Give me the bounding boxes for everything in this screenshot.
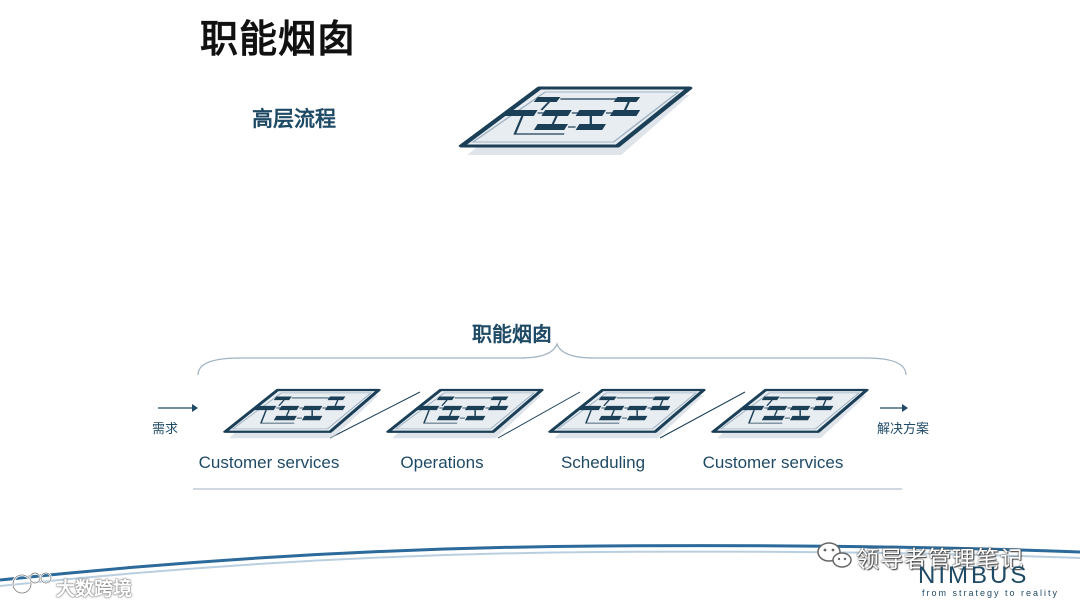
function-label-customer-services-2: Customer services (702, 453, 844, 472)
function-label-scheduling: Scheduling (560, 453, 646, 472)
silo-brace (197, 342, 907, 376)
high-level-process-label: 高层流程 (252, 107, 336, 131)
silo-divider (659, 391, 746, 439)
function-board (548, 388, 706, 441)
silo-divider (497, 391, 581, 439)
input-arrow (158, 404, 198, 412)
silo-divider (329, 391, 421, 439)
footer-swoosh (0, 544, 1080, 582)
footer-swoosh-fade (0, 550, 1080, 587)
wechat-account-name: 领导者管理笔记 (856, 547, 1024, 573)
high-level-process-board (462, 88, 690, 155)
function-board (223, 388, 381, 441)
watermark-text: 大数跨境 (56, 578, 133, 600)
brand-logo-text: NIMBUS (918, 562, 1030, 589)
wechat-icon (817, 542, 852, 568)
function-label-operations: Operations (400, 453, 484, 472)
watermark-logo-icon (11, 572, 52, 595)
brand-tagline: from strategy to reality (922, 588, 1060, 598)
function-board (386, 388, 544, 441)
silo-title: 职能烟囱 (472, 322, 552, 346)
input-label: 需求 (152, 422, 179, 437)
function-label-customer-services: Customer services (198, 453, 340, 472)
output-label: 解决方案 (877, 422, 930, 437)
output-arrow (880, 404, 908, 412)
page-title: 职能烟囱 (200, 17, 357, 61)
